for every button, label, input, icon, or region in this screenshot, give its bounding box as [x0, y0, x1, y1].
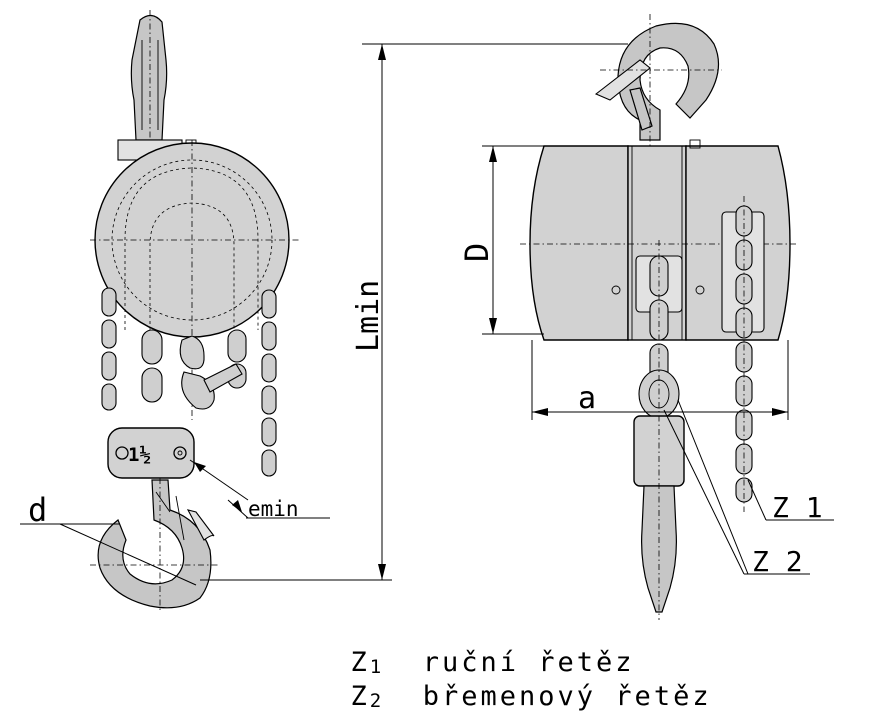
hand-chain-left-side: [101, 287, 277, 477]
dim-lmin-label: Lmin: [351, 280, 386, 352]
legend-z1-symbol: Z: [350, 647, 370, 678]
capacity-mark: 1½: [128, 444, 151, 466]
label-z2: Z 2: [752, 545, 803, 578]
hand-chain-z1: [721, 196, 765, 512]
dim-a-label: a: [578, 381, 596, 416]
dim-emin-label: emin: [248, 497, 299, 521]
legend-z1-index: 1: [369, 656, 385, 678]
front-view: D a Z 1 Z 2: [458, 14, 834, 620]
bottom-block: [107, 427, 195, 479]
load-chain-side: [141, 329, 247, 410]
top-hook-shank: [130, 14, 168, 141]
legend-z1-text: ruční řetěz: [422, 647, 635, 678]
legend-z2: Z2 břemenový řetěz: [312, 652, 712, 716]
front-housing: [529, 145, 629, 341]
dim-d-label: d: [28, 491, 47, 529]
bottom-hook: [97, 479, 212, 609]
dim-D-label: D: [458, 243, 496, 262]
legend-z2-symbol: Z: [350, 681, 370, 712]
legend-z1: Z1 ruční řetěz: [312, 618, 635, 682]
legend-z2-index: 2: [369, 690, 385, 712]
label-z1: Z 1: [772, 491, 823, 524]
chain-hoist-drawing: 1½ d emin Lmin: [20, 10, 834, 620]
dim-lmin: Lmin: [200, 43, 628, 581]
front-bottom-hook: [641, 485, 677, 613]
side-view: 1½ d emin: [20, 10, 330, 612]
